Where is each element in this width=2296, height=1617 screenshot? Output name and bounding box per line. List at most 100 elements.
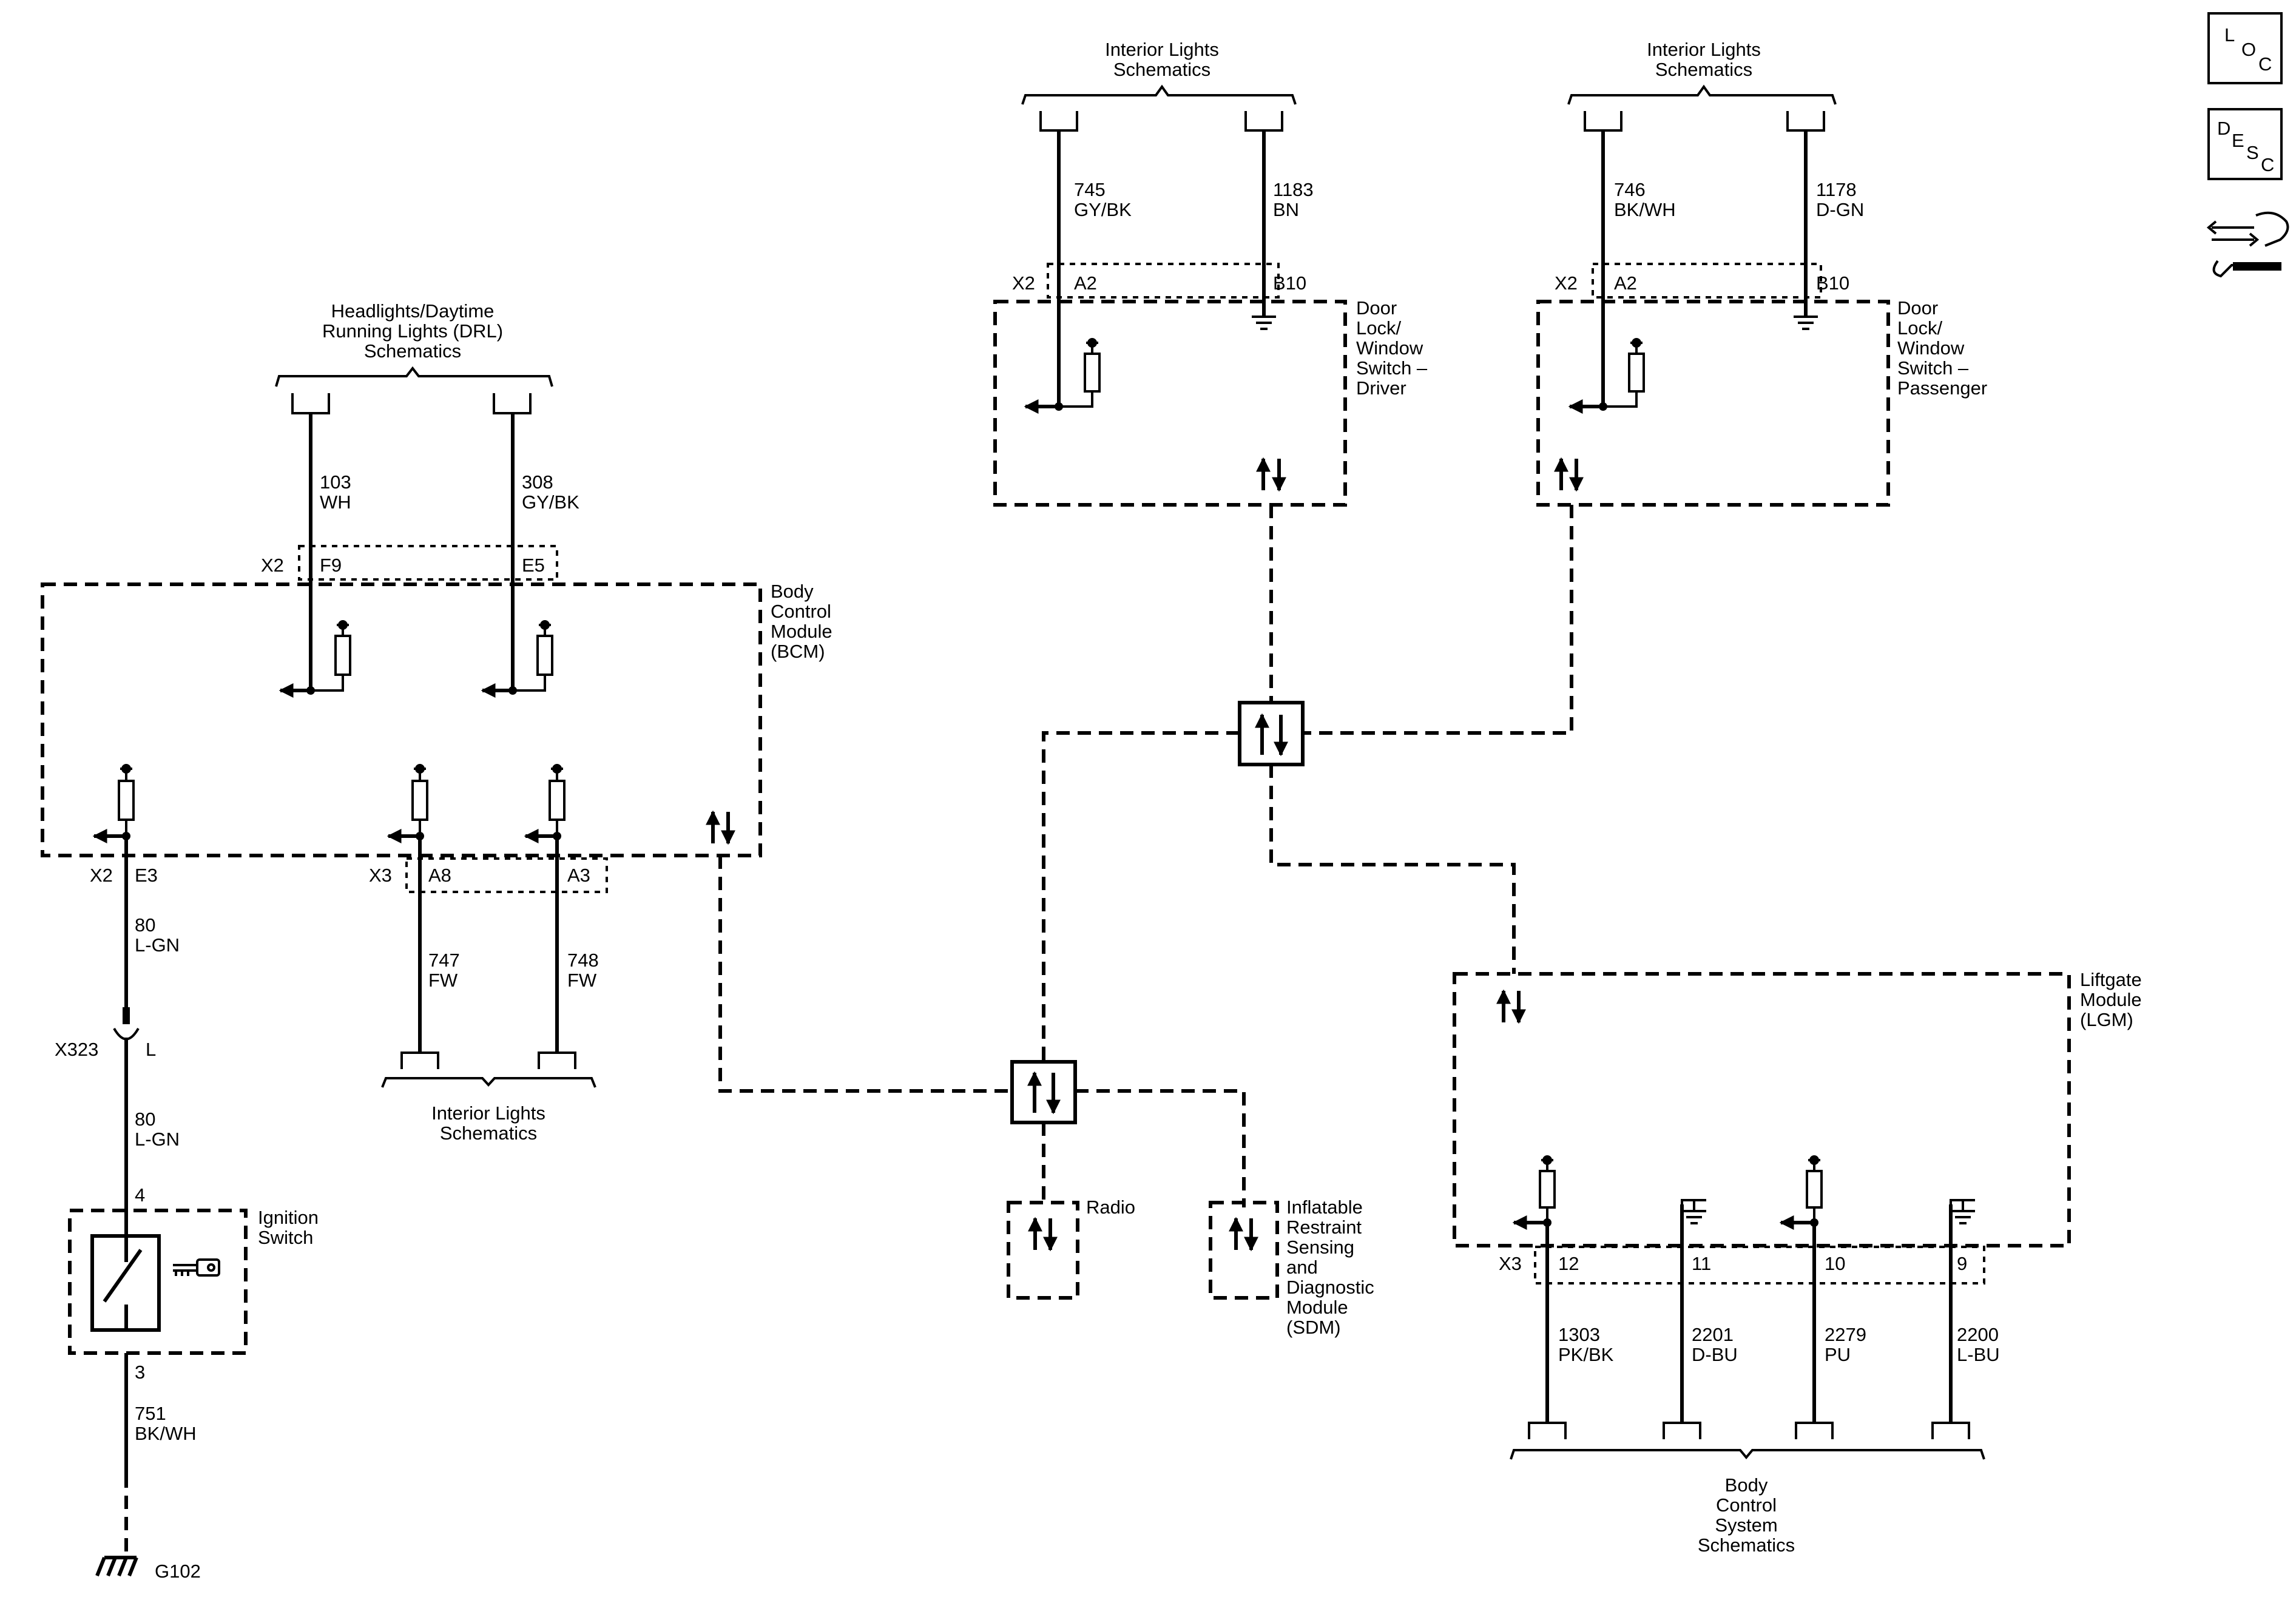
passenger-switch-module[interactable]	[1536, 300, 1890, 507]
wire-80-mid-circuit: 80	[135, 1109, 155, 1130]
svg-text:S: S	[2246, 142, 2259, 163]
svg-text:Interior Lights: Interior Lights	[1105, 39, 1219, 60]
svg-text:Schematics: Schematics	[1698, 1534, 1795, 1556]
svg-text:Window: Window	[1897, 337, 1965, 359]
lgm-terminal-3	[1795, 1422, 1834, 1439]
svg-text:Switch –: Switch –	[1356, 357, 1428, 379]
lgm-data-arrows-icon	[1496, 989, 1526, 1024]
wire-2201-color: D-BU	[1692, 1344, 1738, 1365]
svg-text:Switch: Switch	[258, 1227, 313, 1248]
wire-1183-circuit: 1183	[1273, 179, 1314, 200]
passenger-x2-label: X2	[1555, 272, 1578, 294]
wire-2279-circuit: 2279	[1825, 1324, 1866, 1345]
passenger-schematic-label[interactable]: Interior Lights Schematics	[1647, 39, 1761, 80]
wire-80-mid-color: L-GN	[135, 1129, 180, 1150]
bcm-e3-resistor	[92, 764, 135, 843]
svg-text:Schematics: Schematics	[440, 1122, 537, 1144]
driver-switch-module[interactable]	[993, 300, 1347, 507]
svg-text:Door: Door	[1897, 297, 1938, 319]
svg-text:Liftgate: Liftgate	[2080, 969, 2142, 990]
sdm-module[interactable]	[1209, 1201, 1279, 1300]
bcm-a3-resistor	[524, 764, 566, 843]
lgm-output-schematic-label[interactable]: Body Control System Schematics	[1698, 1474, 1795, 1556]
svg-text:Door: Door	[1356, 297, 1397, 319]
bcm-x2-connector	[298, 545, 558, 581]
x323-pin: L	[146, 1039, 156, 1060]
svg-text:Running Lights (DRL): Running Lights (DRL)	[322, 320, 503, 342]
wire-1183-color: BN	[1273, 199, 1299, 220]
svg-text:Schematics: Schematics	[1655, 59, 1752, 80]
passenger-bracket	[1567, 84, 1837, 105]
drl-schematic-label[interactable]: Headlights/Daytime Running Lights (DRL) …	[322, 300, 503, 362]
svg-text:L: L	[2224, 24, 2235, 46]
ignition-switch-housing[interactable]	[68, 1209, 248, 1355]
lgm-pin-12: 12	[1558, 1253, 1579, 1274]
svg-text:Ignition: Ignition	[258, 1207, 319, 1228]
passenger-input-resistor	[1568, 338, 1645, 414]
bcm-pin-e3: E3	[135, 865, 158, 886]
bcm-a8-resistor	[387, 764, 428, 843]
passenger-ground-icon	[1794, 316, 1818, 330]
x323-label: X323	[55, 1039, 98, 1060]
svg-text:Module: Module	[2080, 989, 2142, 1010]
svg-text:O: O	[2241, 39, 2256, 60]
passenger-x2-connector	[1592, 263, 1822, 299]
hand-wrench-icon[interactable]	[2206, 211, 2289, 278]
ground-g102-icon	[95, 1556, 138, 1577]
svg-text:C: C	[2258, 53, 2272, 75]
driver-terminal-1	[1039, 111, 1078, 132]
radio-module[interactable]	[1007, 1201, 1079, 1300]
svg-text:Module: Module	[771, 621, 832, 642]
bcm-output-schematic-label[interactable]: Interior Lights Schematics	[431, 1102, 545, 1144]
driver-bracket	[1021, 84, 1297, 105]
bcm-data-arrows-icon	[706, 810, 735, 845]
wire-751-color: BK/WH	[135, 1423, 197, 1444]
driver-x2-label: X2	[1012, 272, 1035, 294]
svg-text:Module: Module	[1286, 1297, 1348, 1318]
bcm-output-terminal-1	[400, 1052, 439, 1069]
driver-pin-a2: A2	[1074, 272, 1097, 294]
desc-icon[interactable]: D E S C	[2207, 108, 2283, 180]
ignition-switch-contact	[90, 1234, 161, 1332]
svg-text:Schematics: Schematics	[364, 340, 461, 362]
svg-text:Lock/: Lock/	[1897, 317, 1942, 339]
lgm-label: Liftgate Module (LGM)	[2080, 969, 2142, 1030]
passenger-terminal-1	[1584, 111, 1622, 132]
passenger-terminal-2	[1786, 111, 1825, 132]
driver-schematic-label[interactable]: Interior Lights Schematics	[1105, 39, 1219, 80]
bcm-module[interactable]	[41, 582, 762, 857]
svg-text:Body: Body	[771, 581, 814, 602]
wire-747-circuit: 747	[428, 950, 460, 971]
drl-terminal-2	[493, 393, 532, 414]
radio-data-arrows-icon	[1028, 1217, 1058, 1252]
bcm-input-f9-resistor	[279, 620, 351, 698]
svg-text:D: D	[2217, 118, 2230, 139]
svg-text:E: E	[2232, 130, 2244, 151]
data-line-passenger	[1303, 505, 1573, 735]
svg-text:C: C	[2261, 154, 2274, 175]
data-splice-upper	[1238, 701, 1305, 766]
wire-103-color: WH	[320, 491, 351, 513]
lgm-module[interactable]	[1453, 972, 2071, 1247]
wire-103-circuit: 103	[320, 471, 351, 493]
drl-terminal-1	[291, 393, 330, 414]
bcm-pin-a8: A8	[428, 865, 451, 886]
wire-308-color: GY/BK	[522, 491, 579, 513]
lgm-output-bracket	[1510, 1449, 1985, 1460]
svg-text:Lock/: Lock/	[1356, 317, 1401, 339]
driver-pin-b10: B10	[1273, 272, 1306, 294]
bcm-x2-e3-connector: X2	[90, 865, 113, 886]
data-line-lgm	[1269, 765, 1516, 974]
svg-text:Window: Window	[1356, 337, 1423, 359]
svg-text:Control: Control	[1716, 1494, 1777, 1516]
svg-text:Diagnostic: Diagnostic	[1286, 1277, 1374, 1298]
svg-text:Control: Control	[771, 601, 831, 622]
svg-text:System: System	[1715, 1514, 1777, 1536]
svg-text:Schematics: Schematics	[1113, 59, 1210, 80]
data-line-left-trunk	[1042, 731, 1240, 1063]
lgm-pin12-resistor	[1512, 1155, 1556, 1230]
passenger-pin-a2: A2	[1614, 272, 1637, 294]
data-line-bcm	[718, 856, 1012, 1093]
passenger-pin-b10: B10	[1816, 272, 1849, 294]
loc-icon[interactable]: L O C	[2207, 12, 2283, 84]
